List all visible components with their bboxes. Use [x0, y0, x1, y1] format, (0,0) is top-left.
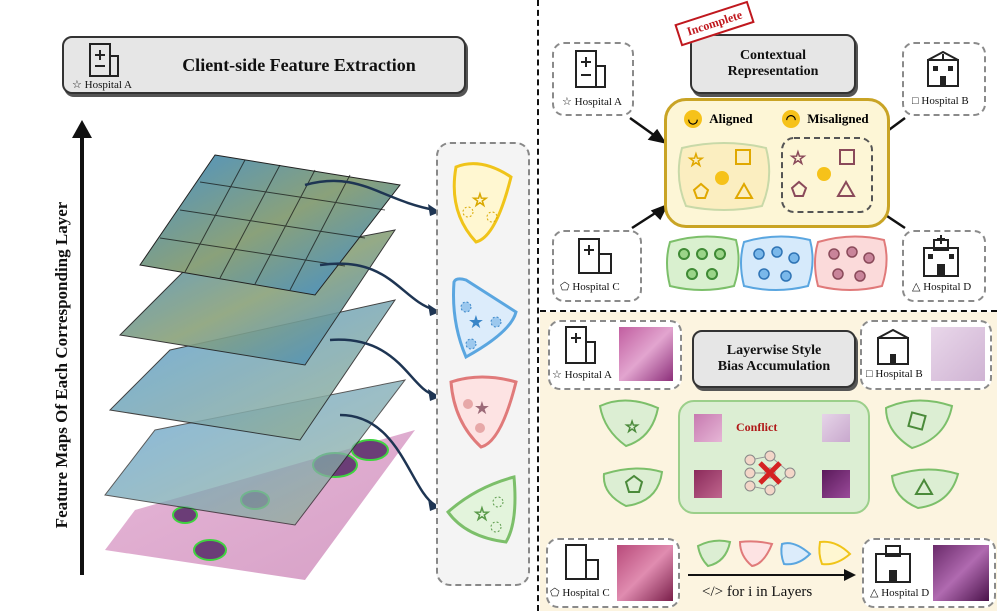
- feature-map-stack: [104, 154, 415, 580]
- contextual-title-line2: Representation: [727, 64, 819, 79]
- misaligned-text: Misaligned: [807, 111, 869, 127]
- svg-text:☆: ☆: [625, 417, 639, 436]
- code-icon: </>: [702, 584, 724, 600]
- misaligned-cluster: ☆: [781, 137, 873, 213]
- bottom-hospital-b-label: □ Hospital B: [866, 368, 923, 380]
- top-hospital-d-label: △ Hospital D: [912, 281, 972, 293]
- feature-map-layer-1: [139, 154, 401, 296]
- tile-c: [694, 470, 722, 498]
- hospital-building-icon: [927, 50, 959, 87]
- svg-text:☆: ☆: [688, 150, 704, 171]
- horizontal-divider: [540, 310, 997, 312]
- top-hospital-d-text: Hospital D: [923, 281, 972, 293]
- bottom-hospital-b-text: Hospital B: [875, 368, 923, 380]
- red-cluster: [814, 235, 888, 291]
- svg-text:★: ★: [468, 312, 484, 333]
- top-hospital-a-box: [552, 42, 634, 116]
- building-icon: [565, 326, 596, 364]
- blue-prototype: ★: [452, 277, 518, 360]
- aligned-text: Aligned: [709, 111, 753, 127]
- conflict-label: Conflict: [736, 420, 778, 434]
- happy-face-icon: ◡: [684, 110, 702, 129]
- hospital-building-icon: [877, 328, 909, 365]
- layer-prototypes-row: [696, 539, 852, 568]
- layerwise-title-box: Layerwise Style Bias Accumulation: [692, 330, 856, 388]
- svg-text:★: ★: [474, 398, 490, 419]
- green-prototype: ☆: [445, 475, 517, 544]
- bottom-hospital-c-label: ⬠ Hospital C: [550, 587, 610, 599]
- top-hospital-c-label: ⬠ Hospital C: [560, 281, 620, 293]
- large-hospital-icon: [875, 545, 911, 583]
- left-title: Client-side Feature Extraction: [182, 54, 416, 75]
- left-hospital-label-text: Hospital A: [84, 79, 132, 91]
- axis-label: Feature Maps Of Each Corresponding Layer: [52, 201, 71, 529]
- bottom-hospital-d-text: Hospital D: [881, 587, 930, 599]
- tile-b: [822, 414, 850, 442]
- bottom-prototypes: ☆: [598, 399, 960, 510]
- layerwise-title-line1: Layerwise Style: [726, 343, 822, 358]
- loop-arrow: [688, 569, 856, 581]
- vertical-divider: [537, 0, 539, 611]
- bottom-hospital-a-label: ☆ Hospital A: [552, 369, 612, 381]
- svg-text:☆: ☆: [790, 148, 806, 169]
- tissue-thumbnails-c: [616, 544, 674, 602]
- large-hospital-icon: [923, 235, 959, 277]
- layer-to-prototype-arrows: [304, 179, 440, 511]
- tissue-thumbnails-d: [932, 544, 990, 602]
- bottom-hospital-a-text: Hospital A: [564, 369, 612, 381]
- clinic-icon: [578, 238, 612, 274]
- svg-text:☆: ☆: [474, 504, 490, 525]
- tissue-thumbnails-a: [618, 326, 674, 382]
- network-conflict-icon: [744, 450, 796, 496]
- yellow-prototype: ☆: [452, 162, 513, 244]
- green-cluster: [666, 235, 740, 291]
- vertical-axis-arrow: [72, 120, 92, 575]
- svg-text:☆: ☆: [472, 190, 488, 211]
- left-title-box: Client-side Feature Extraction: [62, 36, 466, 94]
- loop-text: for i in Layers: [726, 584, 813, 600]
- tissue-thumbnails-b: [930, 326, 986, 382]
- aligned-cluster: ☆: [677, 142, 771, 211]
- tile-a: [694, 414, 722, 442]
- crying-face-icon: ◠: [782, 110, 800, 129]
- top-hospital-c-text: Hospital C: [572, 281, 620, 293]
- top-hospital-b-text: Hospital B: [921, 95, 969, 107]
- clinic-icon: [565, 544, 599, 580]
- top-hospital-a-label: ☆ Hospital A: [562, 96, 622, 108]
- contextual-title-line1: Contextual: [739, 48, 807, 63]
- misaligned-label: ◠ Misaligned: [782, 110, 869, 129]
- top-hospital-b-label: □ Hospital B: [912, 95, 969, 107]
- red-prototype: ★: [449, 375, 518, 449]
- left-hospital-label: ☆ Hospital A: [72, 79, 132, 91]
- bottom-hospital-d-label: △ Hospital D: [870, 587, 930, 599]
- building-icon: [575, 50, 606, 88]
- tile-d: [822, 470, 850, 498]
- loop-label: </> for i in Layers: [702, 584, 812, 601]
- prototype-triangles: ☆ ★ ★ ☆: [445, 162, 518, 544]
- contextual-title-box: Contextual Representation: [690, 34, 856, 94]
- blue-cluster: [740, 235, 814, 291]
- hospital-a-building-icon: [89, 43, 119, 77]
- top-hospital-a-text: Hospital A: [574, 96, 622, 108]
- top-hospital-c-box: [552, 230, 642, 302]
- layerwise-title-line2: Bias Accumulation: [717, 359, 831, 374]
- bottom-hospital-c-text: Hospital C: [562, 587, 610, 599]
- aligned-label: ◡ Aligned: [684, 110, 753, 129]
- domain-clusters: [666, 235, 888, 291]
